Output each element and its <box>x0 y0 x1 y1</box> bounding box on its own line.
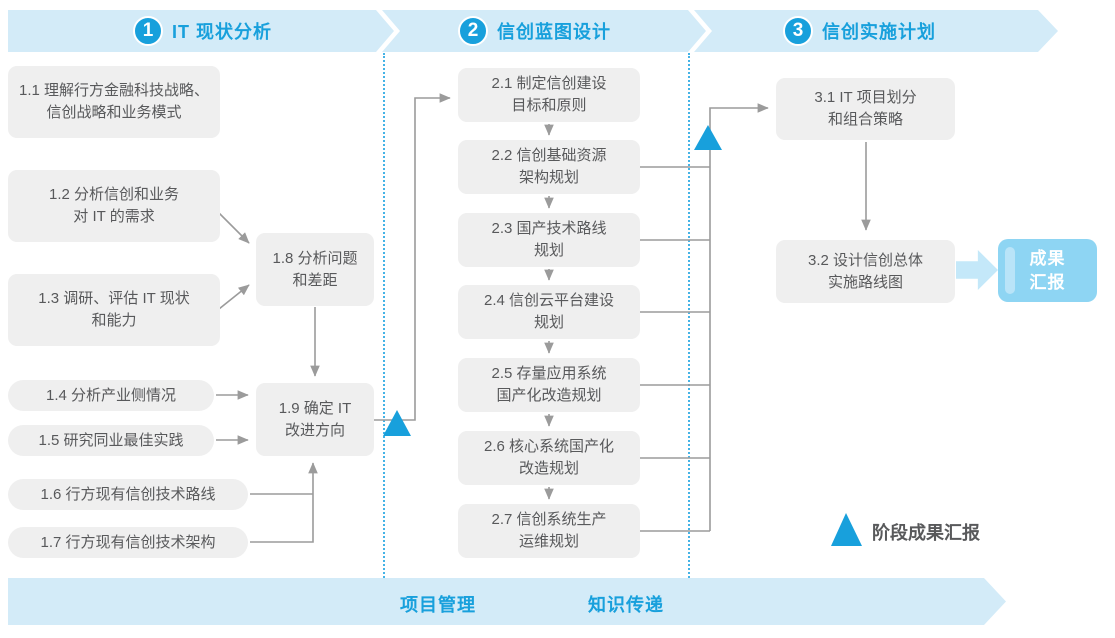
task-box-1-5: 1.5 研究同业最佳实践 <box>8 425 214 456</box>
footer-label-knowledge-transfer: 知识传递 <box>588 595 664 615</box>
task-box-1-9: 1.9 确定 IT 改进方向 <box>256 383 374 456</box>
legend-triangle-icon <box>831 513 862 546</box>
phase2-title: 信创蓝图设计 <box>497 22 611 42</box>
phase3-banner <box>694 10 1058 52</box>
footer-label-project-management: 项目管理 <box>400 595 476 615</box>
result-box-stripe <box>1005 247 1015 294</box>
connector-1-3-to-1-8 <box>218 284 250 310</box>
task-box-1-6: 1.6 行方现有信创技术路线 <box>8 479 248 510</box>
phase-divider-2 <box>688 53 690 578</box>
phase1-banner <box>8 10 394 52</box>
result-arrow-icon <box>956 250 998 290</box>
legend-label: 阶段成果汇报 <box>872 523 980 543</box>
task-box-2-2: 2.2 信创基础资源 架构规划 <box>458 140 640 194</box>
connector-1-9-to-2-1 <box>374 93 451 421</box>
connector-1-2-to-1-8 <box>218 212 250 244</box>
task-box-2-4: 2.4 信创云平台建设 规划 <box>458 285 640 339</box>
phase3-title: 信创实施计划 <box>822 22 936 42</box>
task-box-1-3: 1.3 调研、评估 IT 现状 和能力 <box>8 274 220 346</box>
task-box-2-1: 2.1 制定信创建设 目标和原则 <box>458 68 640 122</box>
connector-collector-to-3-1 <box>709 103 769 531</box>
phase1-title: IT 现状分析 <box>172 22 272 42</box>
phase2-header: 2 信创蓝图设计 <box>458 16 611 46</box>
task-box-2-6: 2.6 核心系统国产化 改造规划 <box>458 431 640 485</box>
phase3-header: 3 信创实施计划 <box>783 16 936 46</box>
task-box-1-2: 1.2 分析信创和业务 对 IT 的需求 <box>8 170 220 242</box>
task-box-3-2: 3.2 设计信创总体 实施路线图 <box>776 240 955 303</box>
task-box-2-3: 2.3 国产技术路线 规划 <box>458 213 640 267</box>
milestone-triangle-phase1 <box>383 410 411 436</box>
task-box-1-1: 1.1 理解行方金融科技战略、 信创战略和业务模式 <box>8 66 220 138</box>
task-box-1-8: 1.8 分析问题 和差距 <box>256 233 374 306</box>
task-box-3-1: 3.1 IT 项目划分 和组合策略 <box>776 78 955 140</box>
phase1-number-badge: 1 <box>133 16 163 46</box>
footer-banner <box>8 578 1006 625</box>
phase3-number-badge: 3 <box>783 16 813 46</box>
phase1-header: 1 IT 现状分析 <box>133 16 272 46</box>
result-box: 成果 汇报 <box>998 239 1097 302</box>
task-box-2-5: 2.5 存量应用系统 国产化改造规划 <box>458 358 640 412</box>
task-box-2-7: 2.7 信创系统生产 运维规划 <box>458 504 640 558</box>
phase-divider-1 <box>383 53 385 578</box>
task-box-1-4: 1.4 分析产业侧情况 <box>8 380 214 411</box>
phase2-number-badge: 2 <box>458 16 488 46</box>
connector-1-7-to-1-9 <box>250 462 318 543</box>
milestone-triangle-phase2 <box>694 125 722 150</box>
phase2-banner <box>382 10 706 52</box>
task-box-1-7: 1.7 行方现有信创技术架构 <box>8 527 248 558</box>
result-label: 成果 汇报 <box>1029 248 1066 292</box>
